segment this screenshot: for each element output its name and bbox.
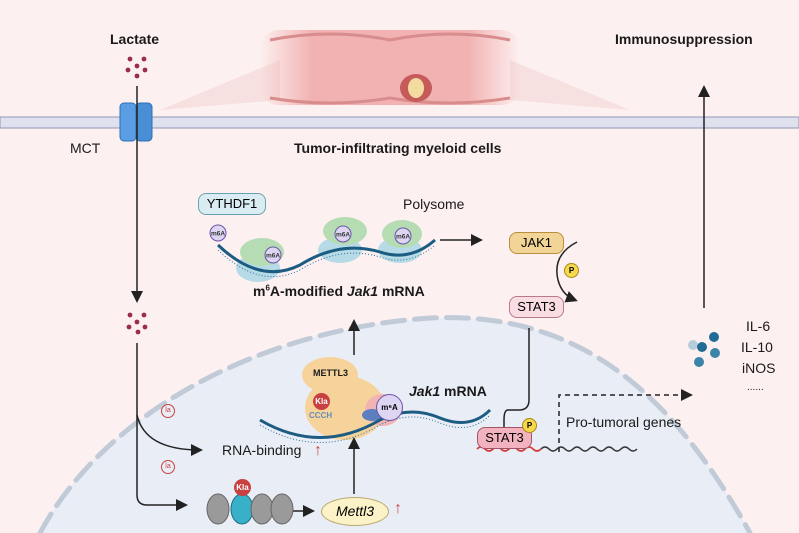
mettl3-gene-badge: Mettl3 — [321, 497, 389, 526]
cytokine-il10: IL-10 — [741, 339, 773, 355]
svg-text:m6A: m6A — [266, 253, 280, 260]
polysome-label: Polysome — [403, 196, 465, 212]
mettl3-protein-label: METTL3 — [313, 368, 348, 378]
m6a-superscript: 6 — [265, 283, 270, 293]
m6a-modified-jak1-mrna-label: m6A-modified Jak1 mRNA — [253, 283, 425, 299]
nucleus — [40, 317, 750, 533]
svg-text:m6A: m6A — [336, 232, 350, 239]
dna-black — [540, 446, 638, 452]
lactyl-badge-2: la — [161, 460, 175, 474]
cytokine-inos: iNOS — [742, 360, 776, 376]
stat3-nuclear-badge: STAT3 — [477, 427, 532, 449]
pro-tumoral-genes-label: Pro-tumoral genes — [566, 414, 682, 430]
jak1-badge: JAK1 — [509, 232, 564, 254]
cytokine-ellipsis: ...... — [747, 382, 764, 393]
jak1-mrna-gene: Jak1 — [409, 383, 441, 399]
mettl3-up-arrow-icon: ↑ — [394, 500, 402, 517]
pro-tumoral-arrow — [558, 389, 693, 452]
m6a-suffix: mRNA — [378, 283, 425, 299]
phospho-badge-nuclear: P — [522, 418, 537, 433]
phosphorylation-arrow — [556, 241, 578, 303]
mct-transporter-icon — [119, 102, 153, 142]
kla-badge-histone: Kla — [234, 479, 251, 496]
rna-binding-arrow — [136, 414, 203, 456]
nucleosomes — [206, 493, 294, 525]
immunosuppression-label: Immunosuppression — [615, 31, 753, 47]
phospho-badge: P — [564, 263, 579, 278]
ythdf1-badge: YTHDF1 — [198, 193, 266, 215]
svg-text:m6A: m6A — [211, 231, 225, 238]
lactate-molecules-outside — [125, 56, 148, 79]
lactate-branch-line — [136, 343, 188, 511]
lactyl-badge-1: la — [161, 404, 175, 418]
mct-label: MCT — [70, 140, 101, 156]
cytokine-il6: IL-6 — [746, 318, 771, 334]
rna-binding-up-arrow-icon: ↑ — [314, 442, 322, 459]
jak1-mrna-label: Jak1 mRNA — [409, 383, 487, 399]
cell-type-label: Tumor-infiltrating myeloid cells — [294, 140, 502, 156]
cytokine-molecules — [688, 332, 720, 367]
m6a-badge-mettl3: m⁶A — [376, 394, 403, 421]
nuclear-envelope — [37, 315, 753, 533]
colon-illustration — [160, 30, 630, 110]
lactate-molecules-inside — [126, 312, 148, 335]
dna-red — [476, 446, 542, 452]
jak1-mrna-suffix: mRNA — [440, 383, 487, 399]
m6a-prefix: m — [253, 283, 266, 299]
polysome-mrna — [216, 217, 436, 282]
svg-text:m6A: m6A — [396, 234, 410, 241]
stat3-badge: STAT3 — [509, 296, 564, 318]
m6a-gene-name: Jak1 — [346, 283, 379, 299]
stat3-translocation-arrow — [498, 328, 530, 443]
m6a-mid: A-modified — [269, 283, 347, 299]
m6a-marks-polysome: m6A m6A m6A m6A — [209, 224, 412, 264]
cell-membrane — [0, 116, 799, 129]
lactate-label: Lactate — [110, 31, 160, 47]
kla-badge-protein: Kla — [313, 393, 330, 410]
rna-binding-label: RNA-binding — [222, 442, 302, 458]
ccch-domain-label: CCCH — [309, 411, 333, 420]
